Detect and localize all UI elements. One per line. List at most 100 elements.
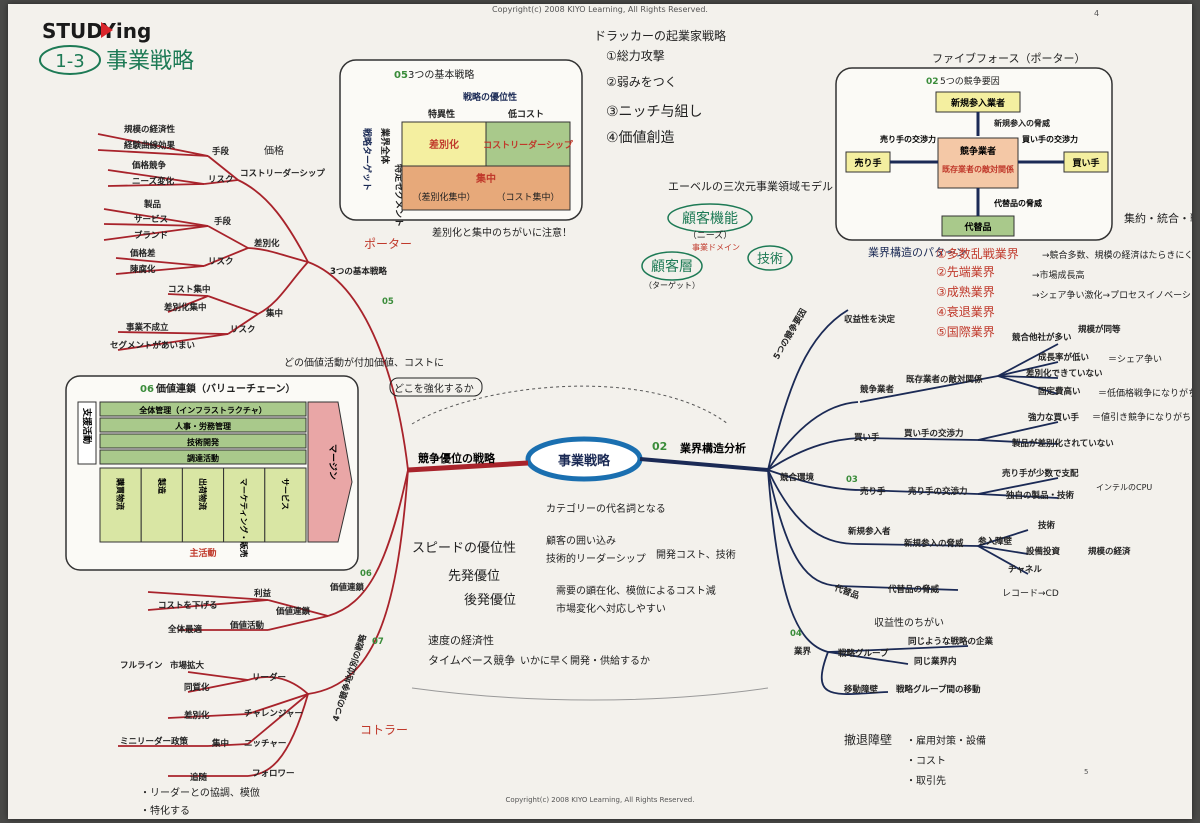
label-imitation: 追随 [190,772,208,783]
box06-p4-text: マーケティング・販売 [239,478,249,557]
box02-buyer-text: 買い手 [1072,157,1099,169]
note-pat2: ②先端業界 [936,265,995,279]
label-substitutes: 代替品 [832,582,861,602]
label-nicher: ニッチャー [244,739,286,749]
label-full-line: フルライン [120,661,163,671]
label-sellers: 売り手 [859,486,886,497]
note-second-mover: 後発優位 [464,593,516,608]
note-time-based: タイムベース競争 [428,653,515,667]
box06-primary: 主活動 [189,547,216,559]
label-low-growth: 成長率が低い [1038,352,1089,363]
box02-new-entrant-text: 新規参入業者 [951,97,1005,109]
label-price-comp: 価格競争 [131,160,167,171]
label-cl-means: 手段 [212,146,230,157]
note-drucker-title: ドラッカーの起業家戦略 [594,28,726,43]
label-num-05: 05 [382,297,394,307]
label-seller-power: 売り手の交渉力 [907,486,968,497]
note-market-change: 市場変化へ対応しやすい [556,602,666,615]
box06-p2-text: 製造 [157,477,167,494]
handwritten-notes: ドラッカーの起業家戦略 ①総力攻撃 ②弱みをつく ③ニッチ与組し ④価値創造 フ… [140,28,1192,817]
box06-s1 [99,401,307,417]
label-biz-fail: 事業不成立 [126,322,169,333]
label-product: 製品 [143,199,162,210]
branch-right-num: 02 [652,440,667,453]
label-obsolescence: 陳腐化 [130,264,156,275]
box06-title: 価値連鎖（バリューチェーン） [155,382,296,395]
note-tech-leader: 技術的リーダーシップ [546,552,646,565]
box06-s4-text: 調達活動 [187,453,219,463]
note-drucker-3: ③ニッチ与組し [606,104,703,120]
note-pat2-note: →市場成長高 [1032,269,1085,281]
label-cost-focus: コスト集中 [168,284,211,295]
label-same-strategy: 同じような戦略の企業 [908,636,994,647]
label-new-entrants: 新規参入者 [848,526,891,537]
label-no-diff: 差別化できていない [1025,368,1103,379]
box02-buyer-power: 買い手の交渉力 [1022,134,1078,144]
note-value-question: どの価値活動が付加価値、コストに [284,356,444,369]
label-environment: 競合環境 [780,472,815,483]
note-pat3-note: →シェア争い激化→プロセスイノベーション [1032,289,1192,301]
label-value-chain: 価値連鎖 [329,582,365,593]
label-lower-cost: コストを下げる [158,600,218,611]
label-strong-buyer: 強力な買い手 [1028,412,1080,423]
brand-text: STUDYing [42,19,151,43]
label-market-expand: 市場拡大 [170,660,205,671]
note-pat1: ①多数乱戦業界 [936,246,1019,261]
note-first-mover: 先発優位 [448,569,500,584]
box02-center-sub: 既存業者の敵対関係 [942,164,1014,174]
box02-new-threat: 新規参入の脅威 [994,118,1050,128]
right-tree-labels: 5つの競争要因 収益性を決定 競合環境 03 業界 04 競争業者 既存業者の敵… [771,307,1131,695]
box02-seller-power: 売り手の交渉力 [880,134,936,144]
box06-p3 [181,467,225,543]
note-speed-title: スピードの優位性 [412,541,516,556]
page-number: 4 [1094,9,1099,18]
chapter-number: 1-3 [55,51,84,72]
label-three-strategies: 3つの基本戦略 [330,266,387,277]
label-total-opt: 全体最適 [167,624,203,635]
note-leader-2: ・特化する [140,804,190,817]
note-five-forces-title: ファイブフォース（ポーター） [932,51,1085,65]
label-price-gap: 価格差 [129,248,156,259]
abell-cust-ellipse [641,251,703,281]
label-kotler: 4つの競争地位別の戦略 [330,633,369,723]
note-record-cd: レコード→CD [1002,589,1059,599]
box05-cell-cost [485,121,571,167]
box06-p3-text: 出荷物流 [198,478,208,510]
label-experience: 経験曲線効果 [124,140,176,151]
label-mobility: 移動障壁 [844,684,879,695]
note-profit-diff: 収益性のちがい [874,616,944,629]
label-same-ization: 同質化 [184,682,210,693]
note-abell-title: エーベルの三次元事業領域モデル [668,179,833,193]
note-exit-1: ・雇用対策・設備 [906,734,986,747]
mindmap-sheet: Copyright(c) 2008 KIYO Learning, All Rig… [8,4,1192,819]
note-leader-1: ・リーダーとの協調、模倣 [140,786,260,799]
note-pat3: ③成熟業界 [936,284,995,299]
box02-center [937,137,1019,189]
label-differentiation: 差別化 [253,238,280,249]
label-investment: 設備投資 [1026,546,1061,557]
chapter-header: 1-3 事業戦略 [39,45,194,75]
box06-support: 支援活動 [81,407,93,444]
label-cl-risk: リスク [208,174,234,185]
label-mini-leader: ミニリーダー政策 [120,736,189,747]
box06-s1-text: 全体管理（インフラストラクチャ） [138,405,267,415]
note-category: カテゴリーの代名詞となる [546,502,666,515]
box06-s2-text: 人事・労務管理 [175,421,231,431]
label-industry: 業界 [793,646,812,657]
label-service: サービス [134,214,168,225]
box06-support-box [77,401,97,465]
copyright-bottom: Copyright(c) 2008 KIYO Learning, All Rig… [506,796,695,804]
label-vc-box: 価値連鎖 [275,606,311,617]
box05-top-label: 戦略の優位性 [463,91,517,103]
center-node[interactable]: 事業戦略 [525,436,643,482]
box02-seller-text: 売り手 [854,157,881,169]
label-scale: 規模の経済性 [124,124,176,135]
label-tech: 技術 [1038,520,1056,531]
label-fixed-cost: 固定費高い [1038,386,1081,397]
box-value-chain: 06 価値連鎖（バリューチェーン） 支援活動 全体管理（インフラストラクチャ） … [65,375,359,571]
label-channel: チャネル [1008,564,1042,575]
label-strategic-group: 戦略グループ [838,648,889,659]
label-no-product-diff: 製品が差別化されていない [1011,438,1114,449]
box02-num: 02 [926,77,939,87]
box06-num: 06 [140,384,154,395]
